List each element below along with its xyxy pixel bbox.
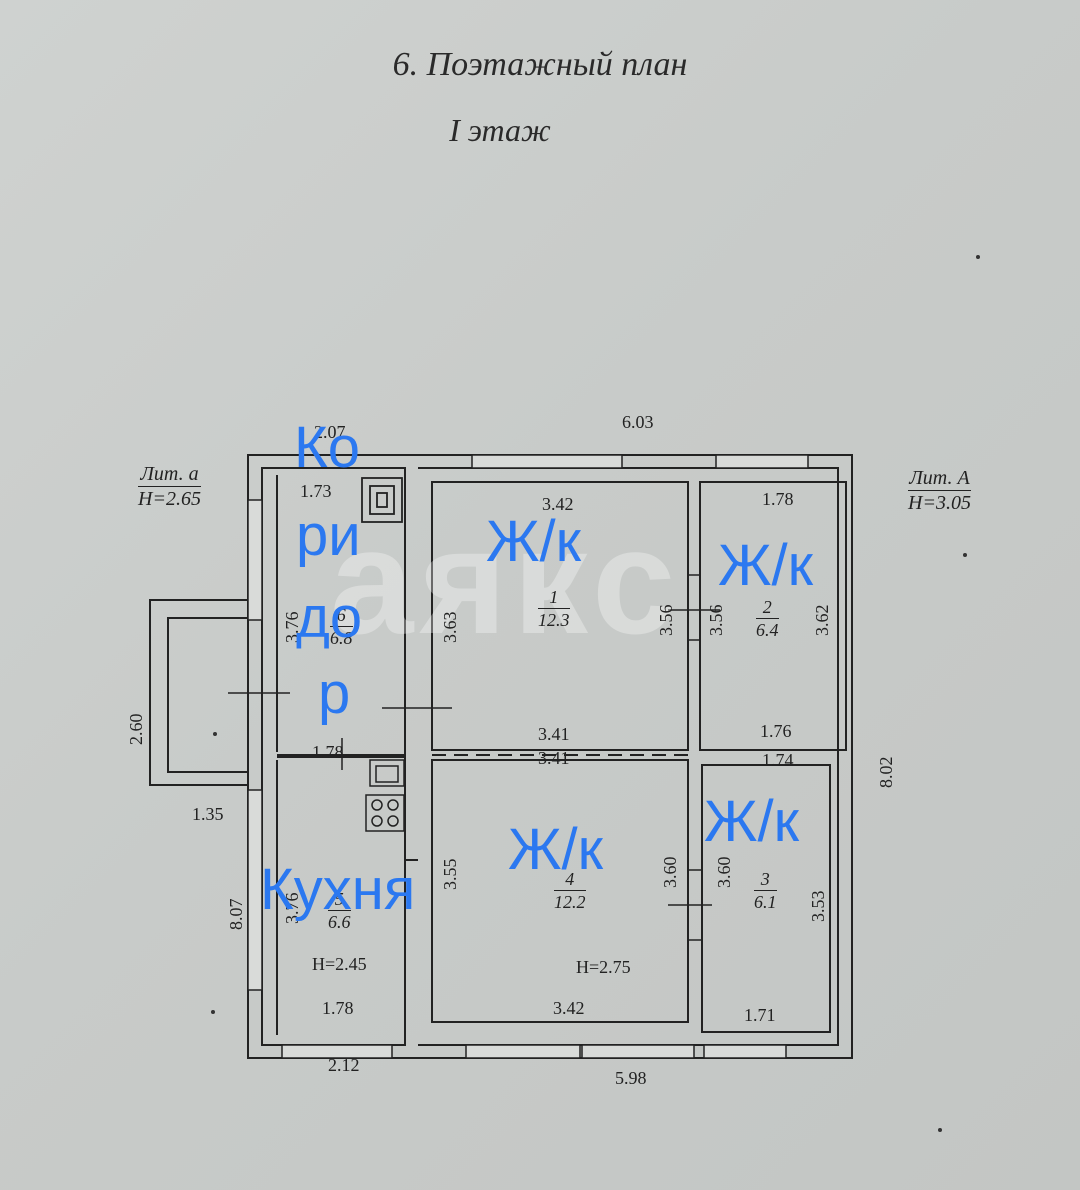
- dim-room2-bottom: 1.76: [760, 721, 792, 741]
- dim-room1-top: 3.42: [542, 494, 574, 514]
- dim-room1-right: 3.56: [656, 604, 676, 637]
- dim-room3-right: 3.53: [808, 890, 828, 923]
- overlay-room-3: Ж/к: [704, 789, 800, 854]
- room-1-num: 1: [538, 586, 570, 609]
- dim-right-total: 8.02: [876, 756, 896, 789]
- dim-porch-width: 1.35: [192, 804, 224, 824]
- watermark: аякс: [330, 497, 682, 665]
- stove-icon: [361, 477, 403, 523]
- dim-room4-top: 3.41: [538, 748, 570, 768]
- room-1-outline: [431, 481, 689, 751]
- overlay-kitchen: Кухня: [260, 857, 416, 922]
- window-room-4-b: [581, 1044, 695, 1059]
- lit-right-name: Лит. А: [909, 467, 970, 489]
- cooktop-icon: [365, 794, 405, 832]
- plan-title: 6. Поэтажный план: [392, 46, 688, 83]
- dim-room1-bottom: 3.41: [538, 724, 570, 744]
- dim-corridor-top-outer: 2.07: [314, 422, 346, 442]
- overlay-room-1: Ж/к: [486, 509, 582, 574]
- window-room-3: [703, 1044, 787, 1059]
- room-2-num: 2: [756, 596, 779, 619]
- window-room-4-a: [465, 1044, 581, 1059]
- overlay-corridor-line-1: Ко: [294, 415, 361, 480]
- overlay-room-2: Ж/к: [718, 533, 814, 598]
- dim-room4-bottom: 3.42: [553, 998, 585, 1018]
- dim-room4-right: 3.60: [660, 856, 680, 889]
- dim-room2-left: 3.56: [706, 604, 726, 637]
- room-6-num: 6: [330, 604, 353, 627]
- overlay-corridor-line-4: р: [318, 661, 351, 726]
- dim-room3-top: 1.74: [762, 750, 794, 770]
- dim-room3-bottom: 1.71: [744, 1005, 776, 1025]
- porch-outer: [149, 599, 248, 786]
- room-4-label: 4 12.2: [554, 868, 586, 913]
- lit-left-height: H=2.65: [138, 486, 201, 510]
- dim-bottom-total: 5.98: [615, 1068, 647, 1088]
- dim-kitchen-bottom: 1.78: [322, 998, 354, 1018]
- room-5-area: 6.6: [328, 912, 351, 932]
- overlay-corridor-line-3: до: [296, 585, 363, 650]
- room-1-label: 1 12.3: [538, 586, 570, 631]
- lit-left-name: Лит. а: [140, 463, 199, 485]
- dim-bottom-left: 2.12: [328, 1055, 360, 1075]
- window-room-2: [715, 454, 809, 469]
- overlay-room-4: Ж/к: [508, 817, 604, 882]
- height-main: H=2.75: [576, 957, 631, 977]
- sink-icon: [369, 759, 405, 787]
- dim-corridor-bottom: 1.78: [312, 742, 344, 762]
- dim-room2-right: 3.62: [812, 604, 832, 637]
- room-6-area: 6.8: [330, 628, 353, 648]
- dim-corridor-top-inner: 1.73: [300, 481, 332, 501]
- room-5-num: 5: [328, 888, 351, 911]
- room-3-label: 3 6.1: [754, 868, 777, 913]
- room-3-num: 3: [754, 868, 777, 891]
- dim-room1-left: 3.63: [440, 611, 460, 644]
- lit-left-label: Лит. а H=2.65: [138, 462, 201, 511]
- window-kitchen-left: [247, 789, 263, 991]
- room-4-outline: [431, 759, 689, 1023]
- room-1-area: 12.3: [538, 610, 570, 630]
- room-2-label: 2 6.4: [756, 596, 779, 641]
- room-4-area: 12.2: [554, 892, 586, 912]
- dim-room2-top: 1.78: [762, 489, 794, 509]
- dim-room4-left: 3.55: [440, 858, 460, 891]
- room-3-area: 6.1: [754, 892, 777, 912]
- lit-right-label: Лит. А H=3.05: [908, 466, 971, 515]
- height-kitchen: H=2.45: [312, 954, 367, 974]
- lit-right-height: H=3.05: [908, 490, 971, 514]
- dim-left-total: 8.07: [226, 898, 246, 931]
- room-6-label: 6 6.8: [330, 604, 353, 649]
- floor-title: I этаж: [449, 112, 551, 148]
- dim-porch-height: 2.60: [126, 713, 146, 746]
- room-5-label: 5 6.6: [328, 888, 351, 933]
- door-room3: [688, 869, 703, 941]
- dim-room3-left: 3.60: [714, 856, 734, 889]
- room-2-area: 6.4: [756, 620, 779, 640]
- dim-top-total: 6.03: [622, 412, 654, 432]
- overlay-corridor-line-2: ри: [296, 503, 361, 568]
- window-corridor-left: [247, 499, 263, 621]
- window-kitchen: [281, 1044, 393, 1059]
- porch-inner: [167, 617, 248, 773]
- window-room-1: [471, 454, 623, 469]
- door-room2: [688, 574, 701, 641]
